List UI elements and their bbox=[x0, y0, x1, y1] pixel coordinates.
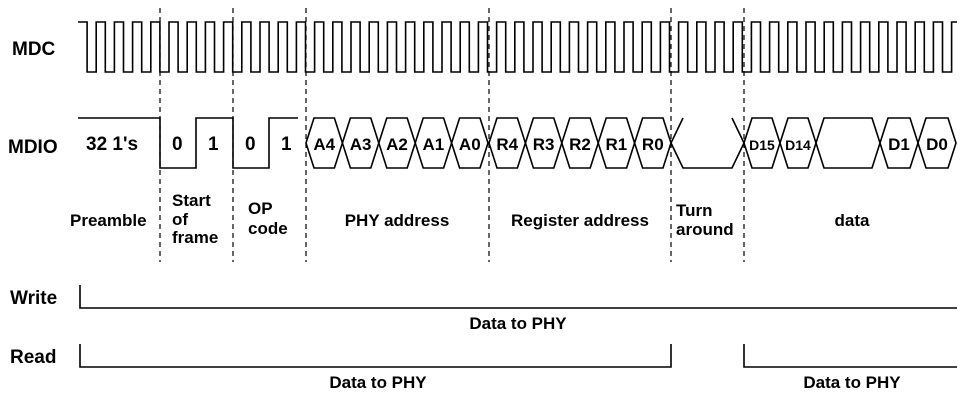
mdio-bit-cells: A4 A3 A2 A1 A0 R4 R3 R2 R1 R0 D15 D14 D1 D0 bbox=[305, 117, 957, 169]
read-signal-label: Read bbox=[10, 347, 56, 368]
write-signal-label: Write bbox=[10, 288, 57, 309]
reg-bit-r0-label: R0 bbox=[642, 135, 664, 154]
section-register-address-label: Register address bbox=[511, 211, 649, 230]
phy-bit-a0-label: A0 bbox=[459, 135, 481, 154]
phy-bit-a3-label: A3 bbox=[350, 135, 372, 154]
preamble-value: 32 1's bbox=[86, 134, 138, 155]
data-bit-d0-label: D0 bbox=[926, 135, 948, 154]
section-phy-address-label: PHY address bbox=[345, 211, 450, 230]
section-sof-line2: of bbox=[172, 210, 188, 229]
phy-bit-a2-label: A2 bbox=[386, 135, 408, 154]
phy-bit-a0-cell bbox=[450, 117, 489, 169]
mdio-preamble-sof-op-line bbox=[78, 117, 298, 169]
section-sof-line3: frame bbox=[172, 228, 218, 247]
reg-bit-r3-label: R3 bbox=[533, 135, 555, 154]
write-data-label: Data to PHY bbox=[469, 314, 567, 333]
start-bit-1: 1 bbox=[208, 134, 219, 155]
reg-bit-r4-label: R4 bbox=[496, 135, 518, 154]
data-bit-d1-label: D1 bbox=[888, 135, 910, 154]
reg-bit-r1-label: R1 bbox=[606, 135, 628, 154]
section-turnaround-line1: Turn bbox=[676, 201, 713, 220]
write-direction-line bbox=[79, 285, 957, 309]
mdio-turnaround-hiz-end bbox=[731, 117, 745, 144]
mdio-turnaround-low bbox=[670, 142, 745, 169]
section-turnaround-line2: around bbox=[676, 220, 734, 239]
mdio-turnaround-hiz bbox=[670, 117, 684, 144]
phy-bit-a1-label: A1 bbox=[423, 135, 445, 154]
mdc-clock-waveform bbox=[78, 21, 957, 73]
mdc-signal-label: MDC bbox=[12, 39, 56, 60]
section-op-line1: OP bbox=[248, 199, 273, 218]
data-bit-d14-label: D14 bbox=[785, 137, 811, 153]
mdio-signal-label: MDIO bbox=[8, 137, 58, 158]
section-data-label: data bbox=[835, 211, 871, 230]
data-gap-cell bbox=[815, 117, 881, 169]
mdio-waveform: A4 A3 A2 A1 A0 R4 R3 R2 R1 R0 D15 D14 D1 D0 bbox=[78, 117, 957, 169]
data-bit-d0-cell bbox=[917, 117, 957, 169]
phy-bit-a4-label: A4 bbox=[313, 135, 335, 154]
section-sof-line1: Start bbox=[172, 191, 211, 210]
section-op-line2: code bbox=[248, 219, 288, 238]
read-data-label-right: Data to PHY bbox=[803, 373, 901, 392]
start-bit-0: 0 bbox=[172, 134, 183, 155]
read-direction-line-right bbox=[743, 344, 957, 368]
op-bit-1: 1 bbox=[281, 134, 292, 155]
read-data-label-left: Data to PHY bbox=[329, 373, 427, 392]
section-preamble-label: Preamble bbox=[70, 211, 147, 230]
op-bit-0: 0 bbox=[245, 134, 256, 155]
data-bit-d15-label: D15 bbox=[749, 137, 775, 153]
read-direction-line-left bbox=[79, 344, 672, 368]
reg-bit-r2-label: R2 bbox=[569, 135, 591, 154]
